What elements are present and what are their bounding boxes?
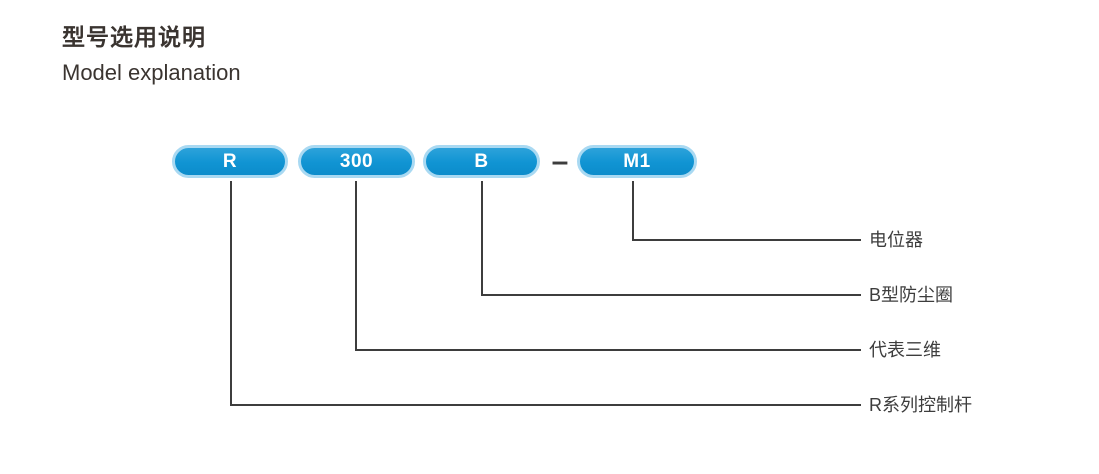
model-segment-pill-300: 300 [298,145,415,178]
segment-label-b: B [474,150,489,172]
segment-label-m1: M1 [623,150,651,172]
segment-description-r: R系列控制杆 [869,395,972,415]
connector-vertical-300 [355,181,357,351]
connector-vertical-r [230,181,232,406]
model-segment-pill-r: R [172,145,288,178]
model-segment-pill-b: B [423,145,540,178]
segment-description-300: 代表三维 [869,340,941,360]
connector-horizontal-r [230,404,861,406]
segment-label-300: 300 [339,150,374,172]
page-header: 型号选用说明 Model explanation [62,22,241,88]
segment-label-r: R [222,150,238,172]
segment-description-b: B型防尘圈 [869,285,954,305]
segment-separator-dash: – [551,144,569,178]
connector-horizontal-300 [355,349,861,351]
connector-horizontal-b [481,294,861,296]
model-segment-pill-m1: M1 [577,145,697,178]
connector-horizontal-m1 [632,239,861,241]
connector-vertical-m1 [632,181,634,241]
connector-vertical-b [481,181,483,296]
segment-description-m1: 电位器 [869,230,923,250]
page-title-en: Model explanation [62,60,241,85]
page-title-zh: 型号选用说明 [62,24,206,50]
